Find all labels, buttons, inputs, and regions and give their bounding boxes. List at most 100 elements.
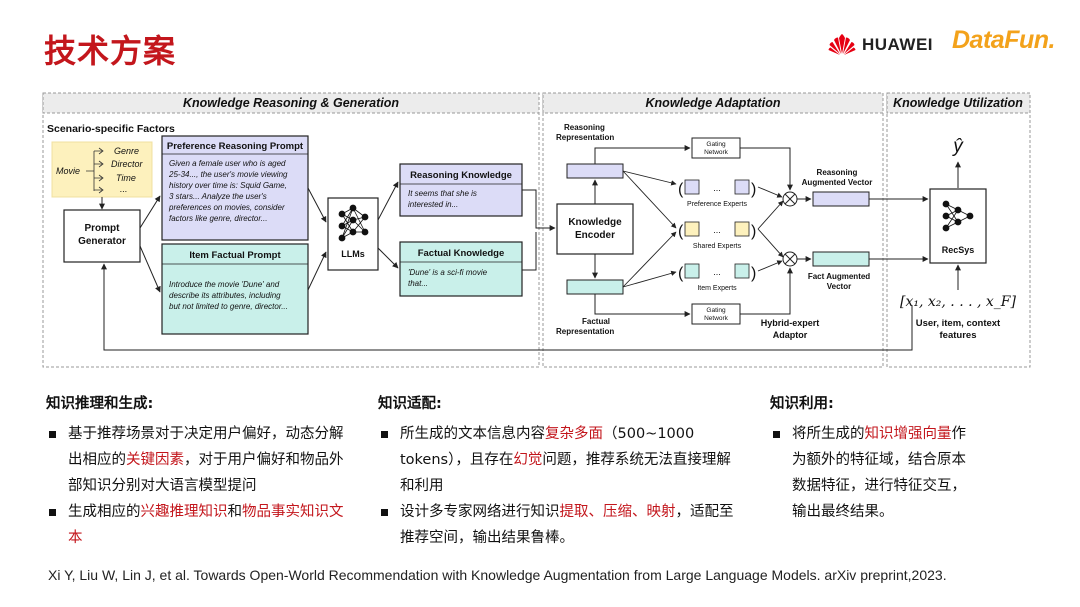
svg-text:): ) [751, 181, 756, 198]
reasoning-vec-line1: Reasoning [817, 168, 858, 177]
recsys-box [929, 188, 987, 264]
recsys-label: RecSys [942, 245, 975, 255]
preference-prompt-line: history over time is: Squid Game, [169, 181, 287, 190]
bullet-text: 设计多专家网络进行知识 [400, 504, 560, 520]
reasoning-knowledge-title: Reasoning Knowledge [410, 170, 512, 181]
section-title-utilization: Knowledge Utilization [893, 96, 1023, 110]
preference-prompt-title: Preference Reasoning Prompt [167, 141, 304, 152]
reasoning-knowledge-line: It seems that she is [408, 189, 477, 198]
bullet-item: 设计多专家网络进行知识提取、压缩、映射，适配至推荐空间，输出结果鲁棒。 [378, 499, 744, 551]
factual-rep-vector [566, 279, 624, 295]
prompt-generator-box [63, 209, 141, 263]
svg-text:(: ( [678, 265, 684, 282]
huawei-logo: HUAWEI [828, 34, 933, 56]
factual-rep-line1: Factual [582, 317, 610, 326]
expert-ellipsis: ... [713, 225, 721, 235]
prediction-yhat: ŷ [951, 136, 964, 157]
bullet-item: 所生成的文本信息内容复杂多面（500~1000 tokens），且存在幻觉问题，… [378, 421, 744, 499]
preference-prompt-line: preferences on movies, consider [168, 203, 285, 212]
preference-prompt-line: Given a female user who is aged [169, 159, 286, 168]
section-heading: 知识推理和生成: [46, 396, 154, 412]
factor-director: Director [111, 159, 144, 169]
hybrid-line1: Hybrid-expert [761, 318, 820, 328]
huawei-petal-icon [828, 34, 856, 55]
bullet-text: 生成相应的 [68, 504, 141, 520]
preference-prompt-line: factors like genre, director... [169, 214, 267, 223]
reasoning-rep-line1: Reasoning [564, 123, 605, 132]
factor-movie: Movie [56, 166, 80, 176]
features-label-line1: User, item, context [916, 318, 1001, 329]
item-prompt-line: Introduce the movie 'Dune' and [169, 280, 280, 289]
bullet-text: ，对于用户偏好和物品外部知识分别对大语言模型提问 [68, 452, 344, 494]
svg-text:): ) [751, 265, 756, 282]
highlight-text: 物品事实知识文本 [68, 504, 344, 546]
reasoning-vec-line2: Augmented Vector [802, 178, 873, 187]
section-heading: 知识利用: [770, 396, 834, 412]
features-formula: [x₁, x₂, . . . , x_F] [900, 294, 1016, 310]
svg-text:): ) [751, 223, 756, 240]
bullet-text: ，适配至推荐空间，输出结果鲁棒。 [400, 504, 734, 546]
preference-prompt-line: 25-34..., the user's movie viewing [168, 170, 288, 179]
expert-ellipsis: ... [713, 267, 721, 277]
multiply-node-top [782, 191, 798, 207]
section-heading: 知识适配: [378, 396, 442, 412]
factor-time: Time [116, 173, 136, 183]
bullet-text: 作为额外的特征域，结合原本数据特征，进行特征交互，输出最终结果。 [792, 426, 966, 520]
bullet-text: （500~1000 tokens），且存在 [400, 426, 695, 468]
bullet-text: 所生成的文本信息内容 [400, 426, 545, 442]
fact-augmented-vector [812, 251, 870, 267]
preference-prompt-box [161, 135, 309, 241]
scenario-label: Scenario-specific Factors [47, 123, 175, 135]
section-title-reasoning: Knowledge Reasoning & Generation [183, 96, 399, 110]
highlight-text: 知识增强向量 [864, 426, 952, 442]
multiply-node-bottom [782, 251, 798, 267]
preference-experts-label: Preference Experts [687, 201, 747, 208]
item-experts: ( ... ) Item Experts [678, 263, 756, 292]
bullet-item: 将所生成的知识增强向量作为额外的特征域，结合原本数据特征，进行特征交互，输出最终… [770, 421, 970, 525]
item-prompt-box [161, 243, 309, 335]
preference-prompt-line: 3 stars... Analyze the user's [169, 192, 267, 201]
highlight-text: 复杂多面 [545, 426, 603, 442]
datafun-logo: DataFun. [952, 26, 1055, 54]
prompt-generator-line1: Prompt [85, 223, 121, 234]
factual-knowledge-title: Factual Knowledge [418, 248, 505, 259]
shared-experts-label: Shared Experts [693, 243, 742, 250]
features-label-line2: features [940, 330, 977, 341]
huawei-wordmark: HUAWEI [862, 35, 933, 54]
bullet-text: 将所生成的 [792, 426, 865, 442]
gating-top-line1: Gating [706, 141, 726, 148]
section-reasoning-generation: 知识推理和生成: 基于推荐场景对于决定用户偏好，动态分解出相应的关键因素，对于用… [46, 392, 346, 551]
factual-knowledge-line: 'Dune' is a sci-fi movie [408, 268, 488, 277]
expert-ellipsis: ... [713, 183, 721, 193]
recsys-network-icon [942, 200, 974, 232]
citation: Xi Y, Liu W, Lin J, et al. Towards Open-… [48, 567, 947, 583]
factor-genre: Genre [114, 146, 139, 156]
item-prompt-line: but not limited to genre, director... [169, 302, 288, 311]
shared-experts: ( ... ) Shared Experts [678, 221, 756, 250]
encoder-line2: Encoder [575, 230, 615, 241]
gating-bottom-line2: Network [704, 315, 729, 322]
prompt-generator-line2: Generator [78, 236, 126, 247]
reasoning-rep-vector [566, 163, 624, 179]
section-knowledge-utilization: 知识利用: 将所生成的知识增强向量作为额外的特征域，结合原本数据特征，进行特征交… [770, 392, 970, 525]
highlight-text: 关键因素 [126, 452, 184, 468]
fact-vec-line2: Vector [827, 282, 851, 291]
fact-vec-line1: Fact Augmented [808, 272, 870, 281]
reasoning-knowledge-line: interested in... [408, 200, 458, 209]
item-prompt-title: Item Factual Prompt [189, 250, 281, 261]
section-knowledge-adaptation: 知识适配: 所生成的文本信息内容复杂多面（500~1000 tokens），且存… [378, 392, 744, 551]
bullet-item: 基于推荐场景对于决定用户偏好，动态分解出相应的关键因素，对于用户偏好和物品外部知… [46, 421, 346, 499]
bullet-item: 生成相应的兴趣推理知识和物品事实知识文本 [46, 499, 346, 551]
factor-ellipsis: ... [120, 184, 128, 194]
factual-knowledge-box [399, 241, 523, 297]
slide-title: 技术方案 [44, 32, 177, 70]
architecture-diagram: Knowledge Reasoning & Generation Knowled… [42, 92, 1031, 368]
bullet-text: 问题，推荐系统无法直接理解和利用 [400, 452, 731, 494]
item-experts-label: Item Experts [697, 285, 737, 292]
factual-knowledge-line: that... [408, 279, 428, 288]
svg-text:(: ( [678, 223, 684, 240]
factual-rep-line2: Representation [556, 327, 614, 336]
hybrid-line2: Adaptor [773, 330, 808, 340]
highlight-text: 提取、压缩、映射 [559, 504, 676, 520]
bullet-text: 和 [227, 504, 243, 520]
